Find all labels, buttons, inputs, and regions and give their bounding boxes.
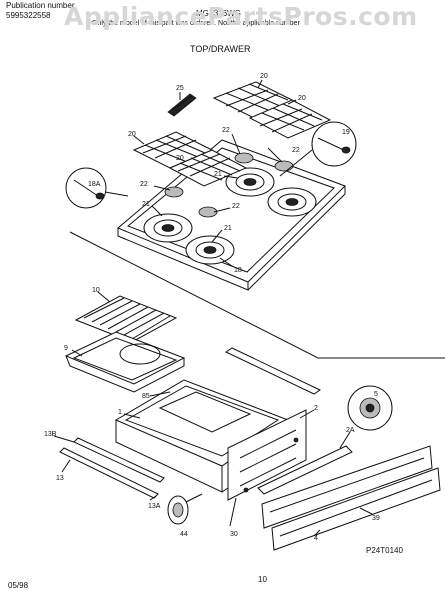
burner-well-right-front xyxy=(267,187,317,217)
callout-85: 85 xyxy=(142,393,150,400)
burner-well-center-front xyxy=(185,235,235,265)
callout-1: 1 xyxy=(118,409,122,416)
callout-5: 5 xyxy=(374,391,378,398)
burner-grate-center xyxy=(168,149,248,187)
callout-21: 21 xyxy=(214,171,222,178)
callout-19: 19 xyxy=(342,129,350,136)
burner-cap xyxy=(274,160,294,172)
callout-13b: 13B xyxy=(44,431,57,438)
callout-20: 20 xyxy=(298,95,306,102)
drawer-front-4 xyxy=(271,467,441,551)
callout-44: 44 xyxy=(180,531,188,538)
callout-21: 21 xyxy=(142,201,150,208)
detail-circle-5 xyxy=(347,385,393,431)
broiler-grid-10 xyxy=(74,295,178,343)
callout-2a: 2A xyxy=(346,427,355,434)
publication-number: 5995322558 xyxy=(6,11,51,20)
burner-well-left-front xyxy=(143,213,193,243)
callout-10: 10 xyxy=(92,287,100,294)
drawer-slide-13 xyxy=(59,447,159,499)
drawer-front-2a xyxy=(257,445,353,495)
burner-grate-front-right xyxy=(248,99,332,139)
callout-13a: 13A xyxy=(148,503,161,510)
drawer-rear-rail xyxy=(224,347,322,395)
burner-well-right-rear xyxy=(225,167,275,197)
callout-13: 13 xyxy=(56,475,64,482)
callout-25: 25 xyxy=(176,85,184,92)
header-note: Only the model of this part was ordered.… xyxy=(92,20,300,27)
burner-cap xyxy=(198,206,218,218)
section-title: TOP/DRAWER xyxy=(190,44,251,54)
callout-2: 2 xyxy=(314,405,318,412)
footer-date: 05/98 xyxy=(8,581,29,590)
callout-20: 20 xyxy=(260,73,268,80)
callout-4: 4 xyxy=(314,535,318,542)
callout-22: 22 xyxy=(292,147,300,154)
callout-20: 20 xyxy=(176,155,184,162)
callout-labels: 25 20 20 20 20 19 22 22 22 22 21 21 21 1… xyxy=(44,73,380,542)
callout-9: 9 xyxy=(64,345,68,352)
detail-circle-18a xyxy=(65,167,129,209)
drawer-slide-13b xyxy=(73,437,165,483)
watermark: AppliancePartsPros.com xyxy=(64,2,418,31)
drawer-knob-44 xyxy=(167,493,203,525)
callout-18: 18 xyxy=(234,267,242,274)
leader-lines xyxy=(53,79,373,537)
part-25-rod xyxy=(167,93,197,117)
callout-18a: 18A xyxy=(88,181,101,188)
publication-label: Publication number xyxy=(6,1,75,10)
detail-circle-19 xyxy=(279,121,357,177)
model-number: MGF326WG xyxy=(196,9,241,18)
callout-20: 20 xyxy=(128,131,136,138)
callout-21: 21 xyxy=(224,225,232,232)
callout-22: 22 xyxy=(232,203,240,210)
burner-cap xyxy=(164,186,184,198)
callout-22: 22 xyxy=(222,127,230,134)
broiler-pan-9 xyxy=(64,331,186,393)
figure-code: P24T0140 xyxy=(366,546,403,555)
callout-30: 30 xyxy=(230,531,238,538)
burner-cap xyxy=(234,152,254,164)
section-divider xyxy=(69,231,445,359)
callout-22: 22 xyxy=(140,181,148,188)
drawer-front-39 xyxy=(261,445,433,529)
callout-39: 39 xyxy=(372,515,380,522)
footer-page: 10 xyxy=(258,575,267,584)
drawer-side-panel-2 xyxy=(227,409,307,501)
